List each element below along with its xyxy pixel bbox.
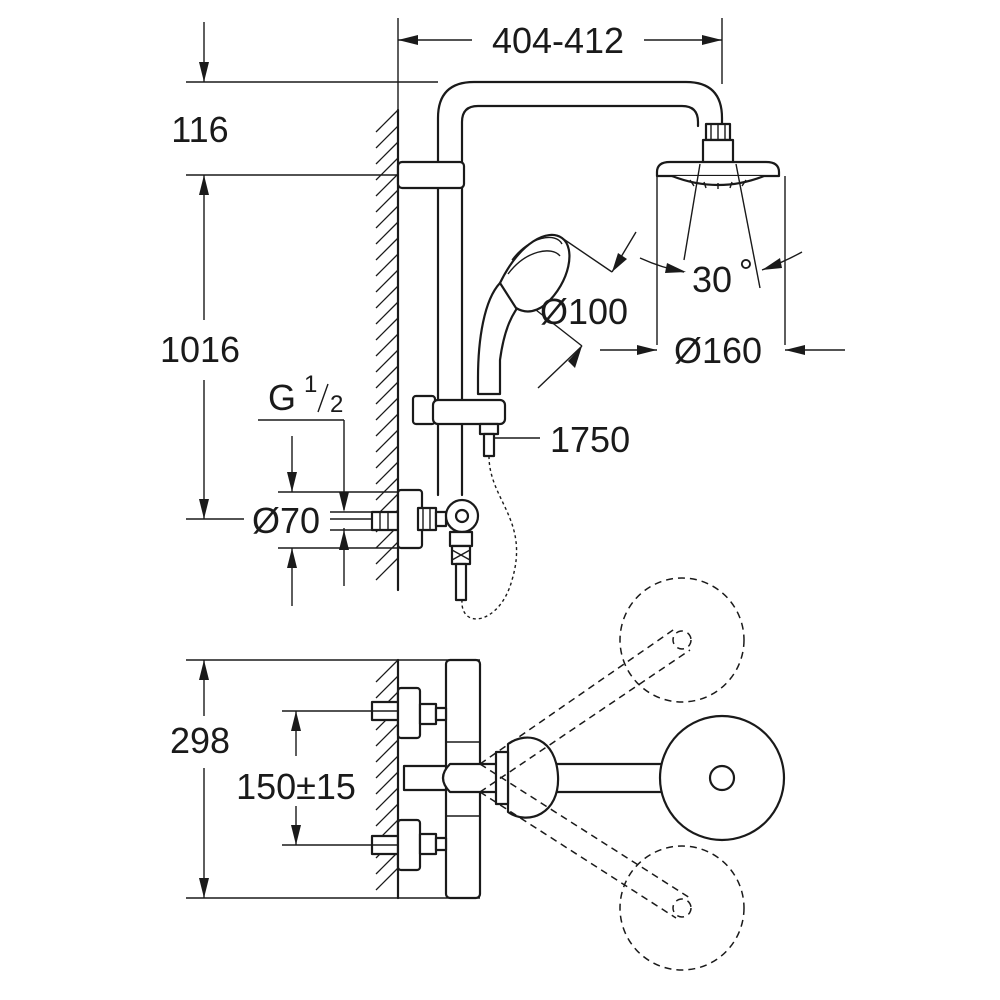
rain-shower-head	[655, 122, 781, 289]
wall-hatch-line	[375, 173, 399, 197]
wall-hatch-line	[375, 141, 399, 165]
wall-hatch-line	[375, 867, 399, 891]
dim-head-angle-label: 30	[692, 259, 732, 300]
wall-hatch-line	[375, 771, 399, 795]
wall-hatch-line	[375, 253, 399, 277]
dim-height: 1016	[160, 175, 372, 520]
wall-hatch-line	[375, 269, 399, 293]
dim-head-angle: 30 °	[639, 176, 803, 345]
dim-arm-offset: 116	[171, 22, 438, 176]
wall-hatch-line	[375, 445, 399, 469]
arm-swivel-range	[479, 577, 745, 971]
dim-head-shower: Ø160	[600, 330, 845, 371]
dim-arm-offset-label: 116	[171, 109, 228, 150]
wall-top-view	[375, 658, 400, 900]
wall-hatch-line	[375, 429, 399, 453]
head-shower-top	[658, 714, 786, 842]
wall-hatch-line	[375, 413, 399, 437]
wall-hatch-line	[375, 397, 399, 421]
dim-thread-fraction-den: 2	[330, 391, 343, 418]
wall-hatch-line	[375, 557, 399, 581]
hand-shower-top	[494, 736, 560, 819]
slide-holder	[411, 394, 507, 458]
dim-head-shower-label: Ø160	[674, 330, 762, 371]
dim-thread: G 1 2	[258, 371, 349, 512]
wall-hatch-line	[375, 301, 399, 325]
wall-hatch-line	[375, 477, 399, 501]
wall-hatch-line	[375, 109, 399, 133]
dim-escutcheon: Ø70	[244, 436, 398, 606]
thermostat-mixer	[370, 488, 480, 602]
dim-height-label: 1016	[160, 329, 240, 370]
dim-hand-shower: Ø100	[537, 231, 637, 389]
wall-hatch-line	[375, 723, 399, 747]
wall-hatch-line	[375, 317, 399, 341]
wall-hatch-line	[375, 157, 399, 181]
dim-connection-centres-label: 150±15	[236, 766, 356, 807]
wall-hatch-line	[375, 125, 399, 149]
wall-hatch-line	[375, 333, 399, 357]
wall-hatch-line	[375, 461, 399, 485]
wall-hatch-line	[375, 285, 399, 309]
dim-hose-label: 1750	[550, 419, 630, 460]
wall-hatch-line	[375, 349, 399, 373]
dim-top-depth: 298	[170, 659, 480, 899]
wall-hatch-line	[375, 205, 399, 229]
wall-hatch-line	[375, 381, 399, 405]
wall-bracket-top	[396, 160, 466, 190]
dim-width: 404-412	[397, 18, 723, 160]
dim-top-depth-label: 298	[170, 720, 230, 761]
wall-hatch-line	[375, 851, 399, 875]
dim-connection-centres: 150±15	[236, 710, 398, 846]
dim-width-label: 404-412	[492, 20, 624, 61]
dim-escutcheon-label: Ø70	[252, 500, 320, 541]
wall-hatch-line	[375, 739, 399, 763]
dim-degree-mark: °	[739, 251, 753, 292]
wall-hatch-line	[375, 365, 399, 389]
dim-thread-label: G	[268, 377, 296, 418]
wall-hatch-line	[375, 541, 399, 565]
wall-hatch-line	[375, 189, 399, 213]
dim-thread-fraction-num: 1	[304, 371, 317, 398]
wall-hatch-line	[375, 787, 399, 811]
dim-hose: 1750	[494, 419, 630, 460]
wall-hatch-line	[375, 221, 399, 245]
hand-shower	[476, 233, 613, 396]
wall-hatch-line	[375, 675, 399, 699]
wall-hatch-line	[375, 659, 399, 683]
wall-hatch-line	[375, 755, 399, 779]
wall-hatch-line	[375, 803, 399, 827]
riser-pipe	[436, 80, 724, 497]
dim-hand-shower-label: Ø100	[540, 291, 628, 332]
wall-hatch-line	[375, 237, 399, 261]
